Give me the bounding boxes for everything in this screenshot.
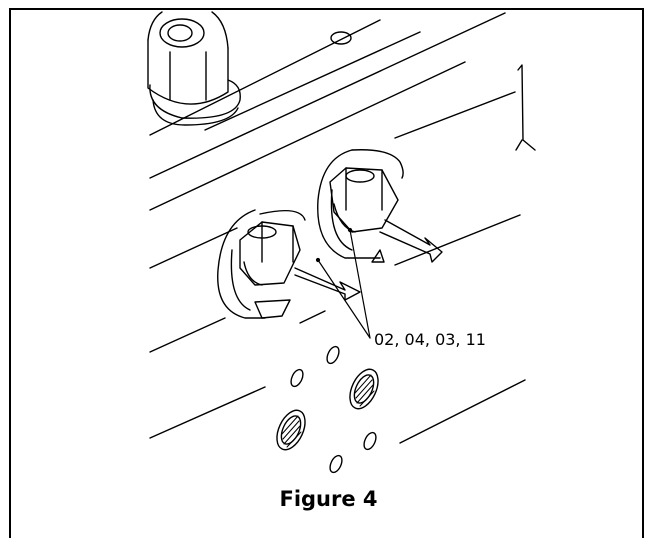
right-plug <box>317 149 443 263</box>
right-direction-arrow-icon <box>379 219 443 263</box>
left-rotation-arrow-icon <box>217 209 306 319</box>
port-hole-icon <box>363 431 377 451</box>
figure-caption: Figure 4 <box>279 487 378 511</box>
threaded-port-upper-icon <box>349 368 379 410</box>
port-hole-icon <box>326 345 340 365</box>
callout-leader <box>315 227 371 339</box>
port-hole-icon <box>329 454 343 474</box>
left-direction-arrow-icon <box>294 267 361 301</box>
left-plug <box>217 209 361 319</box>
port-hole-icon <box>290 368 304 388</box>
housing-outline <box>149 12 536 444</box>
callout-label: 02, 04, 03, 11 <box>374 330 486 349</box>
right-rotation-arrow-icon <box>317 149 404 263</box>
left-nut-icon <box>239 221 301 286</box>
port-holes <box>290 345 377 474</box>
right-nut-icon <box>329 167 399 233</box>
top-port-hole-icon <box>330 31 352 45</box>
threaded-port-lower-icon <box>276 409 306 451</box>
figure-frame <box>9 8 644 538</box>
top-nut-icon <box>147 11 241 126</box>
